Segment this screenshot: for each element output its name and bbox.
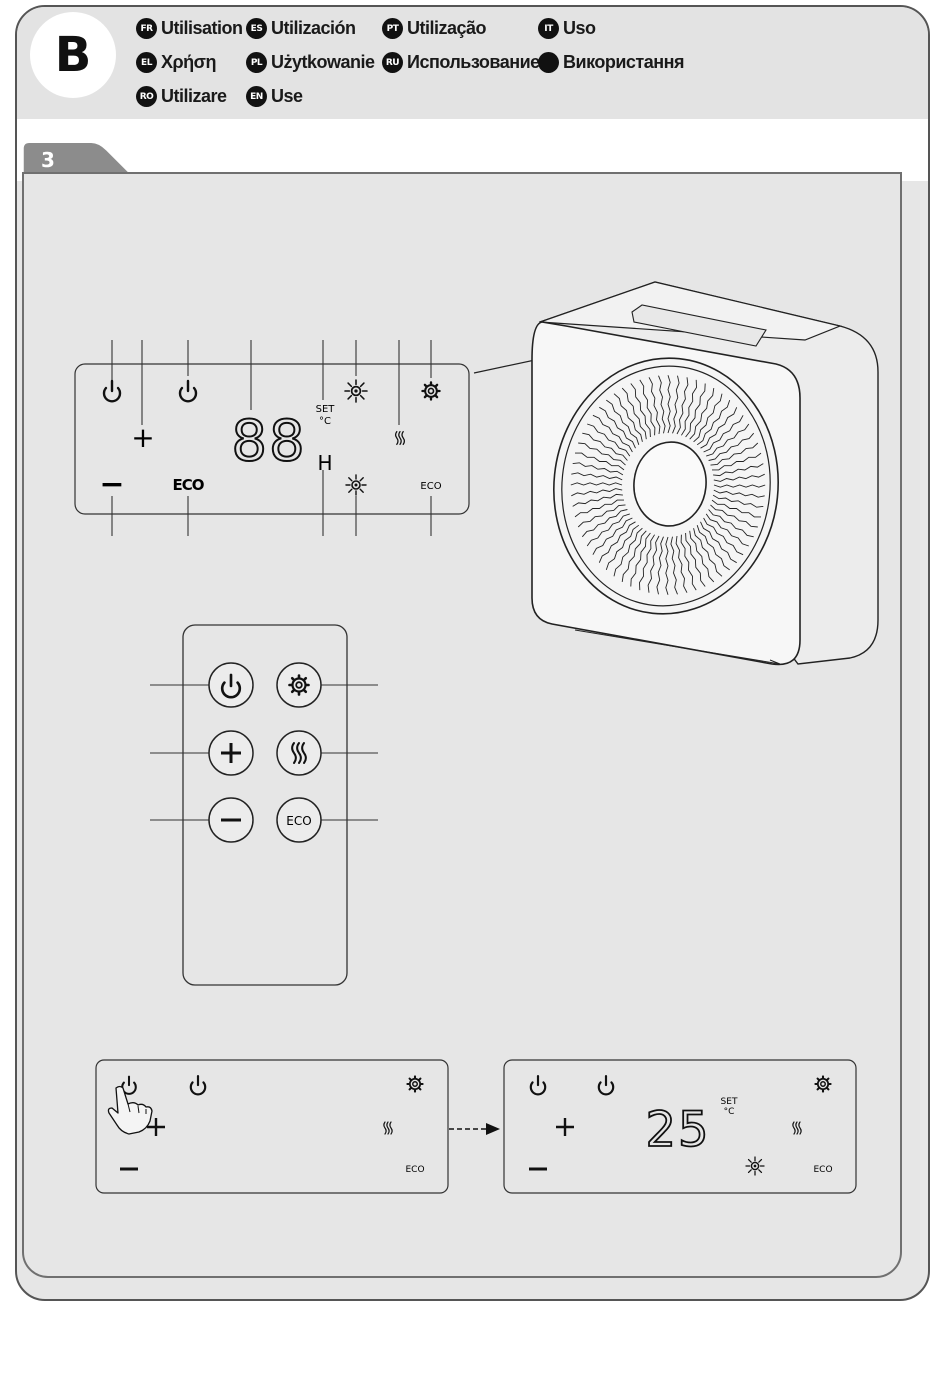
eco-label: ECO	[172, 476, 203, 494]
remote-heat-button[interactable]	[277, 731, 321, 775]
sun-icon	[746, 1157, 764, 1175]
remote-control: ECO	[150, 625, 378, 985]
temperature-digits: 25	[645, 1102, 710, 1158]
minus-icon: −	[99, 467, 124, 502]
sun-icon	[346, 475, 366, 495]
plus-icon: +	[131, 421, 154, 454]
h-label: H	[317, 451, 332, 475]
remote-eco-label: ECO	[286, 814, 311, 828]
display-before: ECO	[96, 1060, 448, 1193]
remote-power-button[interactable]	[209, 663, 253, 707]
remote-plus-button[interactable]	[209, 731, 253, 775]
remote-gear-button[interactable]	[277, 663, 321, 707]
set-label: SET	[721, 1097, 738, 1107]
temperature-digits: 88	[231, 409, 306, 474]
celsius-label: °C	[724, 1107, 735, 1117]
heater-device	[532, 282, 878, 665]
celsius-label: °C	[319, 416, 331, 427]
control-panel-display: + − ECO 88 SET °C H ECO	[75, 340, 469, 536]
display-after: 25 SET °C ECO	[504, 1060, 856, 1193]
remote-minus-button[interactable]	[209, 798, 253, 842]
sun-icon	[345, 380, 367, 402]
arrow-icon	[449, 1123, 500, 1135]
remote-eco-button[interactable]: ECO	[277, 798, 321, 842]
set-label: SET	[316, 404, 336, 415]
eco-small-label: ECO	[420, 481, 441, 492]
eco-label: ECO	[405, 1165, 424, 1175]
eco-label: ECO	[813, 1165, 832, 1175]
